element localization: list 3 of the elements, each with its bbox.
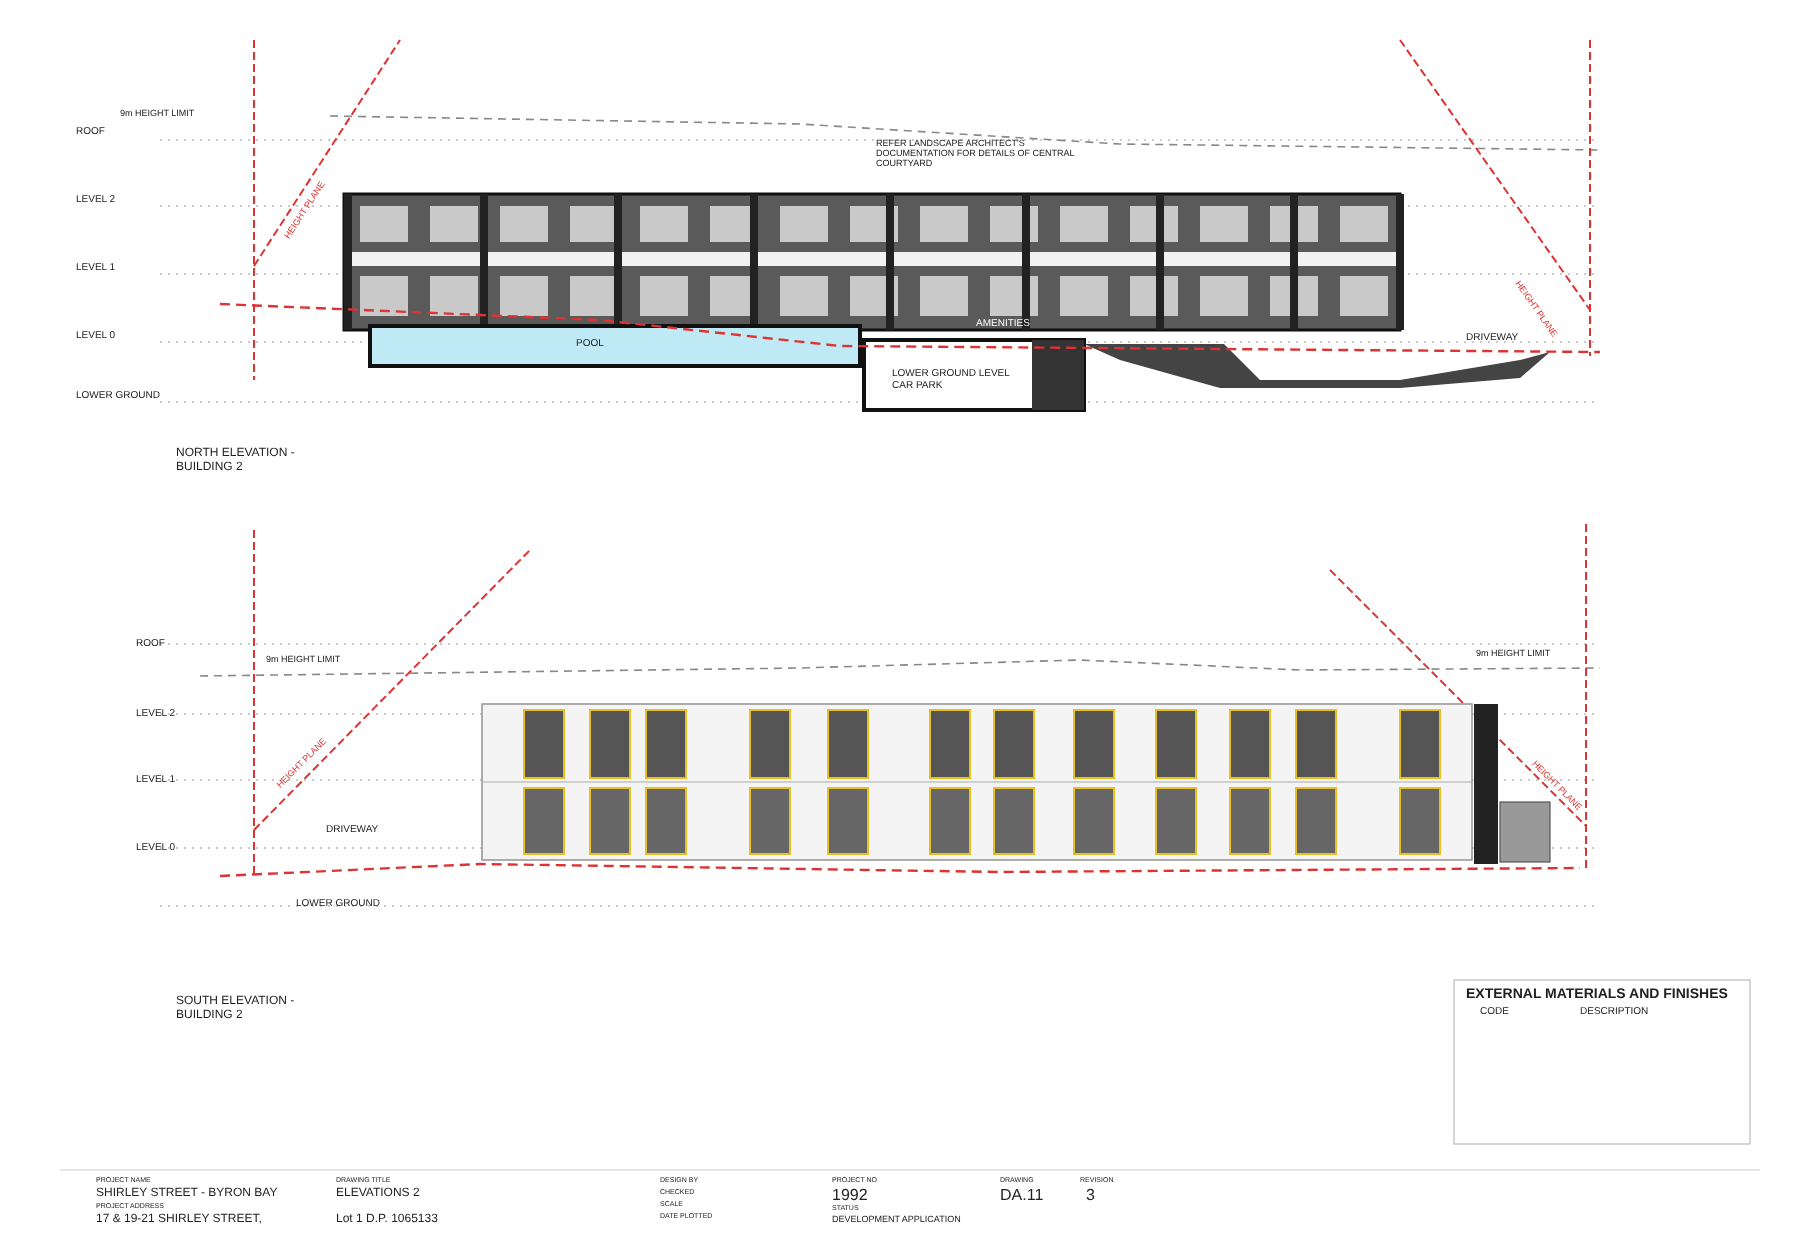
title-block-value: 1992 — [832, 1188, 868, 1205]
title-block-value: 3 — [1086, 1188, 1095, 1206]
title-block-value: DA.11 — [1000, 1188, 1044, 1206]
